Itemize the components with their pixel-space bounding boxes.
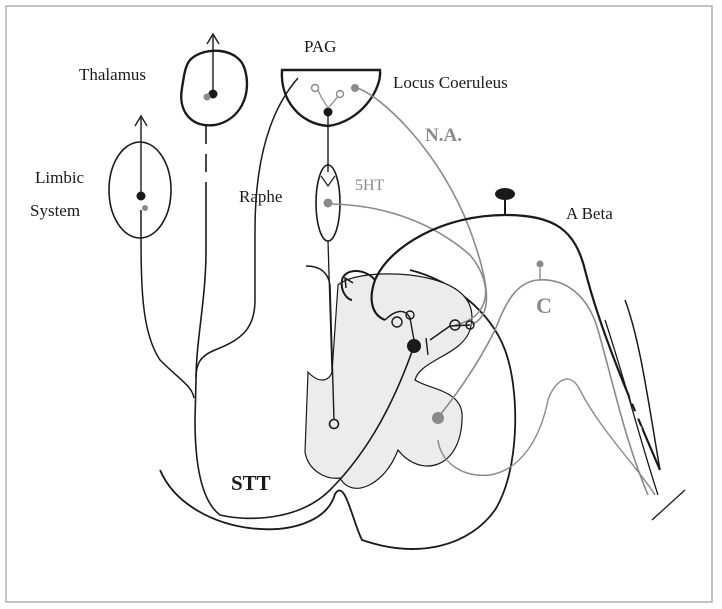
- limbic-outline: [109, 142, 171, 238]
- raphe: Raphe 5HT: [239, 165, 385, 241]
- pag-raphe-loop: [196, 78, 298, 378]
- c-fiber-dashed: [628, 380, 640, 430]
- spinal-cord: [160, 266, 515, 549]
- c-fiber-cell-body: [537, 261, 544, 268]
- c-fiber-lower: [438, 379, 655, 495]
- projection-neuron: [407, 339, 421, 353]
- na-label: N.A.: [425, 125, 462, 146]
- peripheral-nerve-cap: [652, 490, 685, 520]
- limbic-ascending: [141, 210, 194, 398]
- limbic-label-line2: System: [30, 201, 80, 220]
- pag-synapse-1: [312, 85, 319, 92]
- pag-connection: [318, 90, 338, 108]
- thalamus: Thalamus: [79, 34, 247, 125]
- raphe-label: Raphe: [239, 187, 282, 206]
- locus-coeruleus-label: Locus Coeruleus: [393, 73, 508, 92]
- thalamus-outline: [181, 51, 247, 126]
- limbic-neuron: [137, 192, 146, 201]
- limbic-synapse: [142, 205, 148, 211]
- pag-outline: [282, 70, 380, 126]
- c-fiber-label: C: [536, 293, 552, 318]
- thalamus-synapse: [204, 94, 211, 101]
- 5ht-label: 5HT: [355, 177, 385, 194]
- pag: PAG Locus Coeruleus: [282, 37, 508, 172]
- stt-label: STT: [231, 471, 271, 495]
- thalamus-label: Thalamus: [79, 65, 146, 84]
- pag-label: PAG: [304, 37, 336, 56]
- raphe-descending: [328, 241, 332, 372]
- a-beta-cell-body: [495, 188, 515, 200]
- limbic-label-line1: Limbic: [35, 168, 85, 187]
- limbic-system: Limbic System: [30, 116, 171, 238]
- c-fiber-synapse: [432, 412, 444, 424]
- a-beta-label: A Beta: [566, 204, 613, 223]
- raphe-arrow-head: [321, 176, 335, 186]
- raphe-neuron: [324, 199, 333, 208]
